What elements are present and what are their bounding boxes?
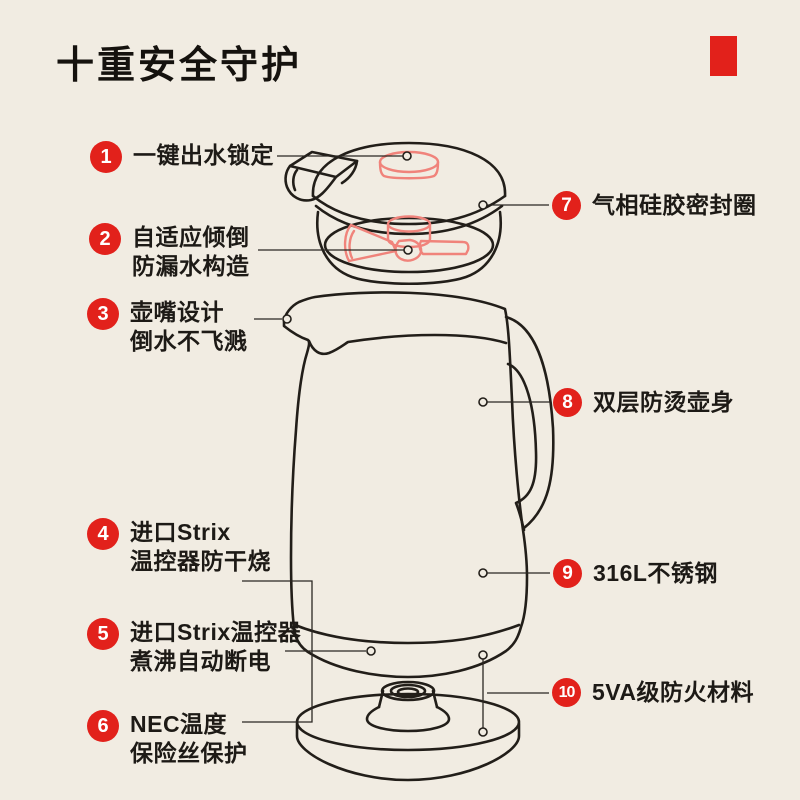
accent-block <box>710 36 737 76</box>
callout-4-label: 进口Strix <box>130 519 231 545</box>
kettle-handle-outer <box>504 315 555 530</box>
callout-1-label: 一键出水锁定 <box>133 142 274 168</box>
callout-10-number-badge: 10 <box>552 678 581 707</box>
callout-3: 3 壶嘴设计倒水不飞溅 <box>87 298 248 356</box>
anchor-dot-8 <box>478 397 488 407</box>
anchor-dot-5 <box>366 646 376 656</box>
callout-6-label: NEC温度 <box>130 711 228 737</box>
callout-8-number-badge: 8 <box>553 388 582 417</box>
callout-9: 9 316L不锈钢 <box>553 559 718 588</box>
anchor-dot-3 <box>282 314 292 324</box>
callout-2-label: 自适应倾倒 <box>132 224 250 250</box>
callout-2-number-badge: 2 <box>89 223 121 255</box>
anchor-dot-9 <box>478 568 488 578</box>
anchor-dot-10-bottom <box>478 727 488 737</box>
callout-8: 8 双层防烫壶身 <box>553 388 734 417</box>
callout-1: 1 一键出水锁定 <box>90 141 274 173</box>
page-title: 十重安全守护 <box>56 45 303 87</box>
callout-6-number-badge: 6 <box>87 710 119 742</box>
callout-1-number-badge: 1 <box>90 141 122 173</box>
callout-7: 7 气相硅胶密封圈 <box>552 191 757 220</box>
callout-9-label: 316L不锈钢 <box>593 560 718 586</box>
callout-5: 5 进口Strix温控器煮沸自动断电 <box>87 618 301 676</box>
callout-3-label: 壶嘴设计 <box>130 299 224 325</box>
callout-2: 2 自适应倾倒防漏水构造 <box>89 223 250 281</box>
anchor-dot-7 <box>478 200 488 210</box>
callout-5-label: 进口Strix温控器 <box>130 619 302 645</box>
kettle-body-drawing <box>282 291 555 679</box>
callout-10: 10 5VA级防火材料 <box>552 678 754 707</box>
kettle-handle-inner <box>506 362 538 532</box>
callout-9-number-badge: 9 <box>553 559 582 588</box>
anchor-dot-1 <box>402 151 412 161</box>
callout-4-number-badge: 4 <box>87 518 119 550</box>
lid-inner-mechanism-highlight <box>343 150 470 263</box>
callout-3-number-badge: 3 <box>87 298 119 330</box>
callout-leader-lines <box>242 155 550 728</box>
leader-line-10 <box>482 659 549 728</box>
callout-8-label: 双层防烫壶身 <box>593 389 734 415</box>
callout-10-label: 5VA级防火材料 <box>592 679 755 705</box>
callout-7-number-badge: 7 <box>552 191 581 220</box>
callout-anchor-dots <box>282 151 488 737</box>
anchor-dot-10-top <box>478 650 488 660</box>
callout-7-label: 气相硅胶密封圈 <box>592 192 757 218</box>
callout-6: 6 NEC温度保险丝保护 <box>87 710 248 768</box>
anchor-dot-2 <box>403 245 413 255</box>
kettle-lid-drawing <box>284 141 507 285</box>
callout-5-number-badge: 5 <box>87 618 119 650</box>
